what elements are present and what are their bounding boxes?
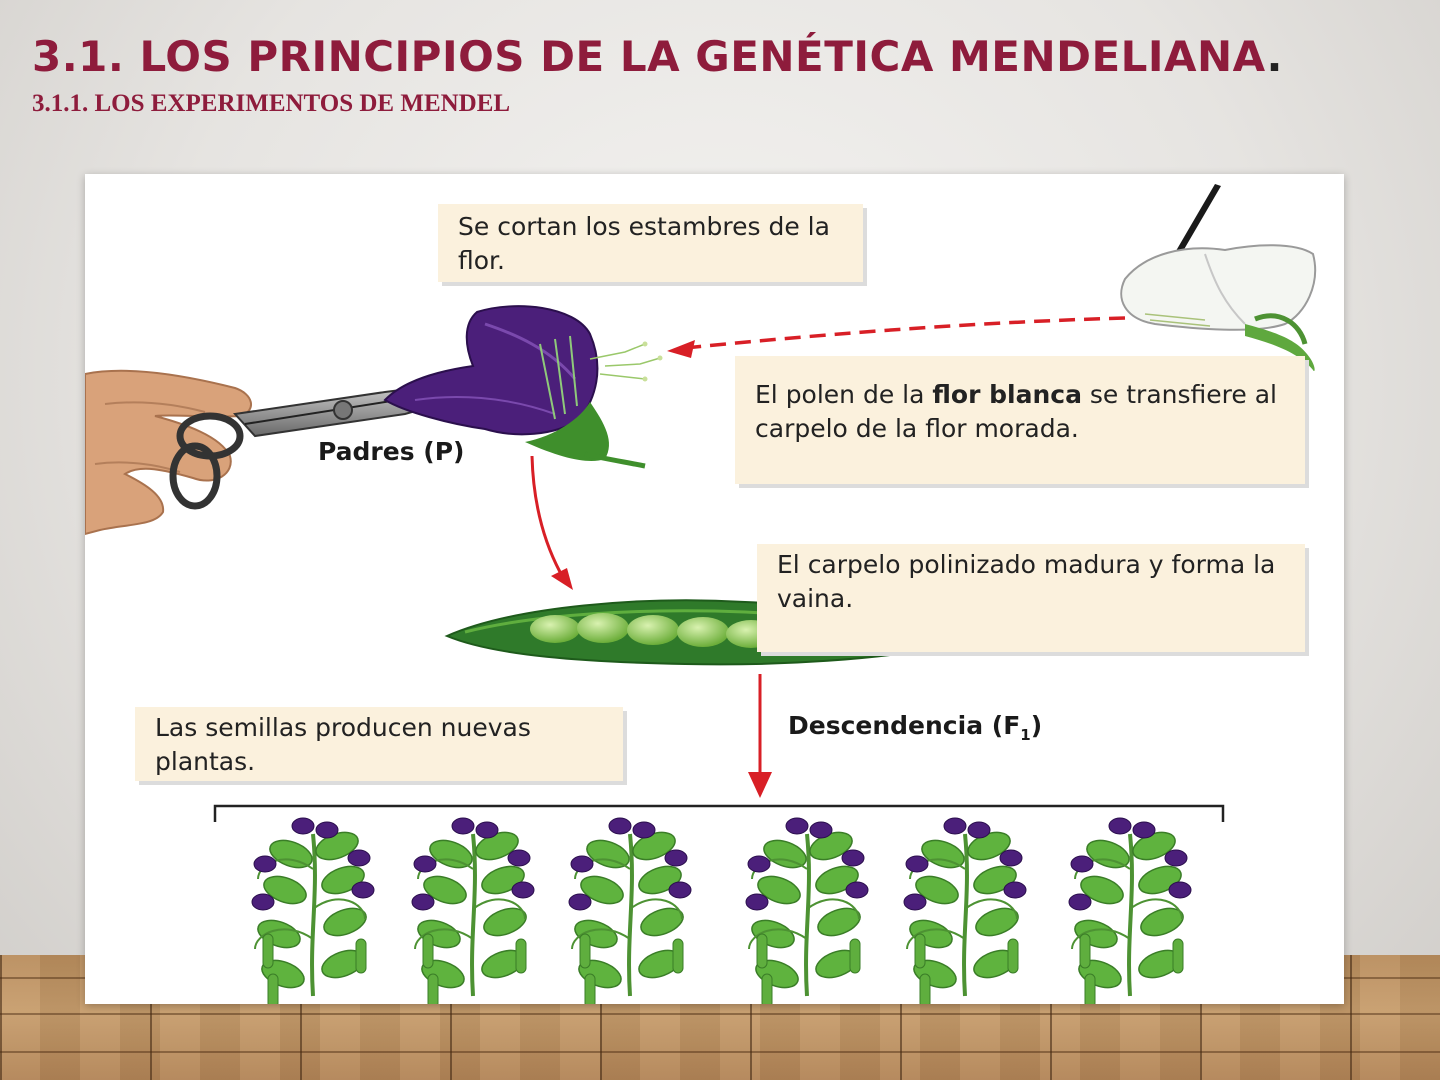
pollen-transfer-arrow	[667, 316, 1126, 358]
offspring-plants-group	[251, 817, 1192, 1004]
callout-seeds-new-plants: Las semillas producen nuevas plantas.	[135, 707, 623, 781]
label-parents: Padres (P)	[318, 437, 465, 466]
white-flower-image	[1120, 244, 1317, 372]
label-offspring: Descendencia (F1)	[788, 711, 1043, 744]
page-subtitle: 3.1.1. LOS EXPERIMENTOS DE MENDEL	[32, 90, 511, 117]
pod-to-offspring-arrow	[748, 674, 772, 798]
parents-to-pod-arrow	[530, 455, 573, 590]
purple-flower-image	[383, 305, 663, 469]
callout-pollen-transfer: El polen de la flor blanca se transfiere…	[735, 356, 1305, 484]
page-title: 3.1. LOS PRINCIPIOS DE LA GENÉTICA MENDE…	[32, 32, 1283, 81]
offspring-plant	[1068, 817, 1192, 1004]
offspring-plant	[251, 817, 375, 1004]
offspring-plant	[745, 817, 869, 1004]
callout-pod-forms: El carpelo polinizado madura y forma la …	[757, 544, 1305, 652]
offspring-plant	[411, 817, 535, 1004]
callout-cut-stamens: Se cortan los estambres de la flor.	[438, 204, 863, 282]
offspring-bracket	[213, 804, 1225, 822]
mendel-experiment-figure: Se cortan los estambres de la flor. El p…	[85, 174, 1344, 1004]
bold-white-flower: flor blanca	[932, 380, 1082, 409]
offspring-plant	[568, 817, 692, 1004]
offspring-plant	[903, 817, 1027, 1004]
